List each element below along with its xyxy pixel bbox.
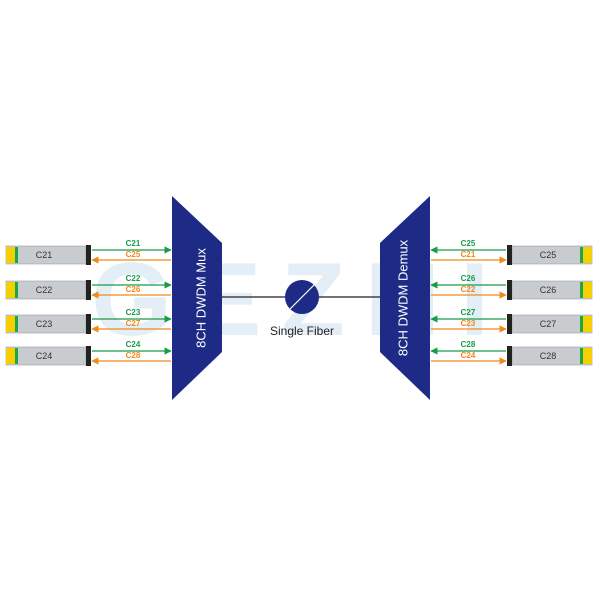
transceiver-label: C25 (540, 250, 557, 260)
wavelength-label: C26 (461, 274, 476, 283)
wavelength-label: C24 (126, 340, 141, 349)
transceiver-C21: C21 (5, 245, 91, 265)
yellow-latch-icon (583, 316, 592, 332)
yellow-latch-icon (6, 247, 15, 263)
transceiver-C24: C24 (5, 346, 91, 366)
green-stripe-icon (15, 348, 18, 364)
wavelength-label: C23 (126, 308, 141, 317)
demux-unit: 8CH DWDM Demux (380, 196, 430, 400)
transceiver-C25: C25 (507, 245, 593, 265)
transceiver-C23: C23 (5, 314, 91, 334)
transceiver-C27: C27 (507, 314, 593, 334)
wavelength-label: C25 (461, 239, 476, 248)
yellow-latch-icon (6, 316, 15, 332)
connector-icon (507, 280, 512, 300)
transceiver-label: C21 (36, 250, 53, 260)
yellow-latch-icon (583, 348, 592, 364)
green-stripe-icon (15, 282, 18, 298)
yellow-latch-icon (6, 282, 15, 298)
green-stripe-icon (580, 316, 583, 332)
wavelength-label: C28 (461, 340, 476, 349)
wavelength-label: C25 (126, 250, 141, 259)
demux-label: 8CH DWDM Demux (395, 239, 410, 356)
wavelength-label: C22 (126, 274, 141, 283)
wavelength-label: C21 (461, 250, 476, 259)
green-stripe-icon (15, 316, 18, 332)
fiber-spool-icon (285, 280, 319, 314)
wavelength-label: C24 (461, 351, 476, 360)
connector-icon (507, 314, 512, 334)
wavelength-label: C26 (126, 285, 141, 294)
connector-icon (86, 280, 91, 300)
yellow-latch-icon (583, 247, 592, 263)
mux-unit: 8CH DWDM Mux (172, 196, 222, 400)
connector-icon (86, 346, 91, 366)
connector-icon (86, 245, 91, 265)
wavelength-label: C27 (126, 319, 141, 328)
transceiver-label: C24 (36, 351, 53, 361)
wavelength-label: C22 (461, 285, 476, 294)
transceiver-label: C26 (540, 285, 557, 295)
transceiver-label: C22 (36, 285, 53, 295)
connector-icon (86, 314, 91, 334)
green-stripe-icon (580, 348, 583, 364)
wavelength-label: C28 (126, 351, 141, 360)
connector-icon (507, 245, 512, 265)
yellow-latch-icon (6, 348, 15, 364)
yellow-latch-icon (583, 282, 592, 298)
single-fiber-label: Single Fiber (270, 324, 334, 338)
transceiver-C22: C22 (5, 280, 91, 300)
transceiver-label: C23 (36, 319, 53, 329)
transceiver-label: C28 (540, 351, 557, 361)
connector-icon (507, 346, 512, 366)
transceiver-C28: C28 (507, 346, 593, 366)
transceiver-C26: C26 (507, 280, 593, 300)
green-stripe-icon (15, 247, 18, 263)
wavelength-label: C21 (126, 239, 141, 248)
transceiver-label: C27 (540, 319, 557, 329)
green-stripe-icon (580, 282, 583, 298)
mux-label: 8CH DWDM Mux (193, 248, 208, 348)
green-stripe-icon (580, 247, 583, 263)
wavelength-label: C27 (461, 308, 476, 317)
wavelength-label: C23 (461, 319, 476, 328)
